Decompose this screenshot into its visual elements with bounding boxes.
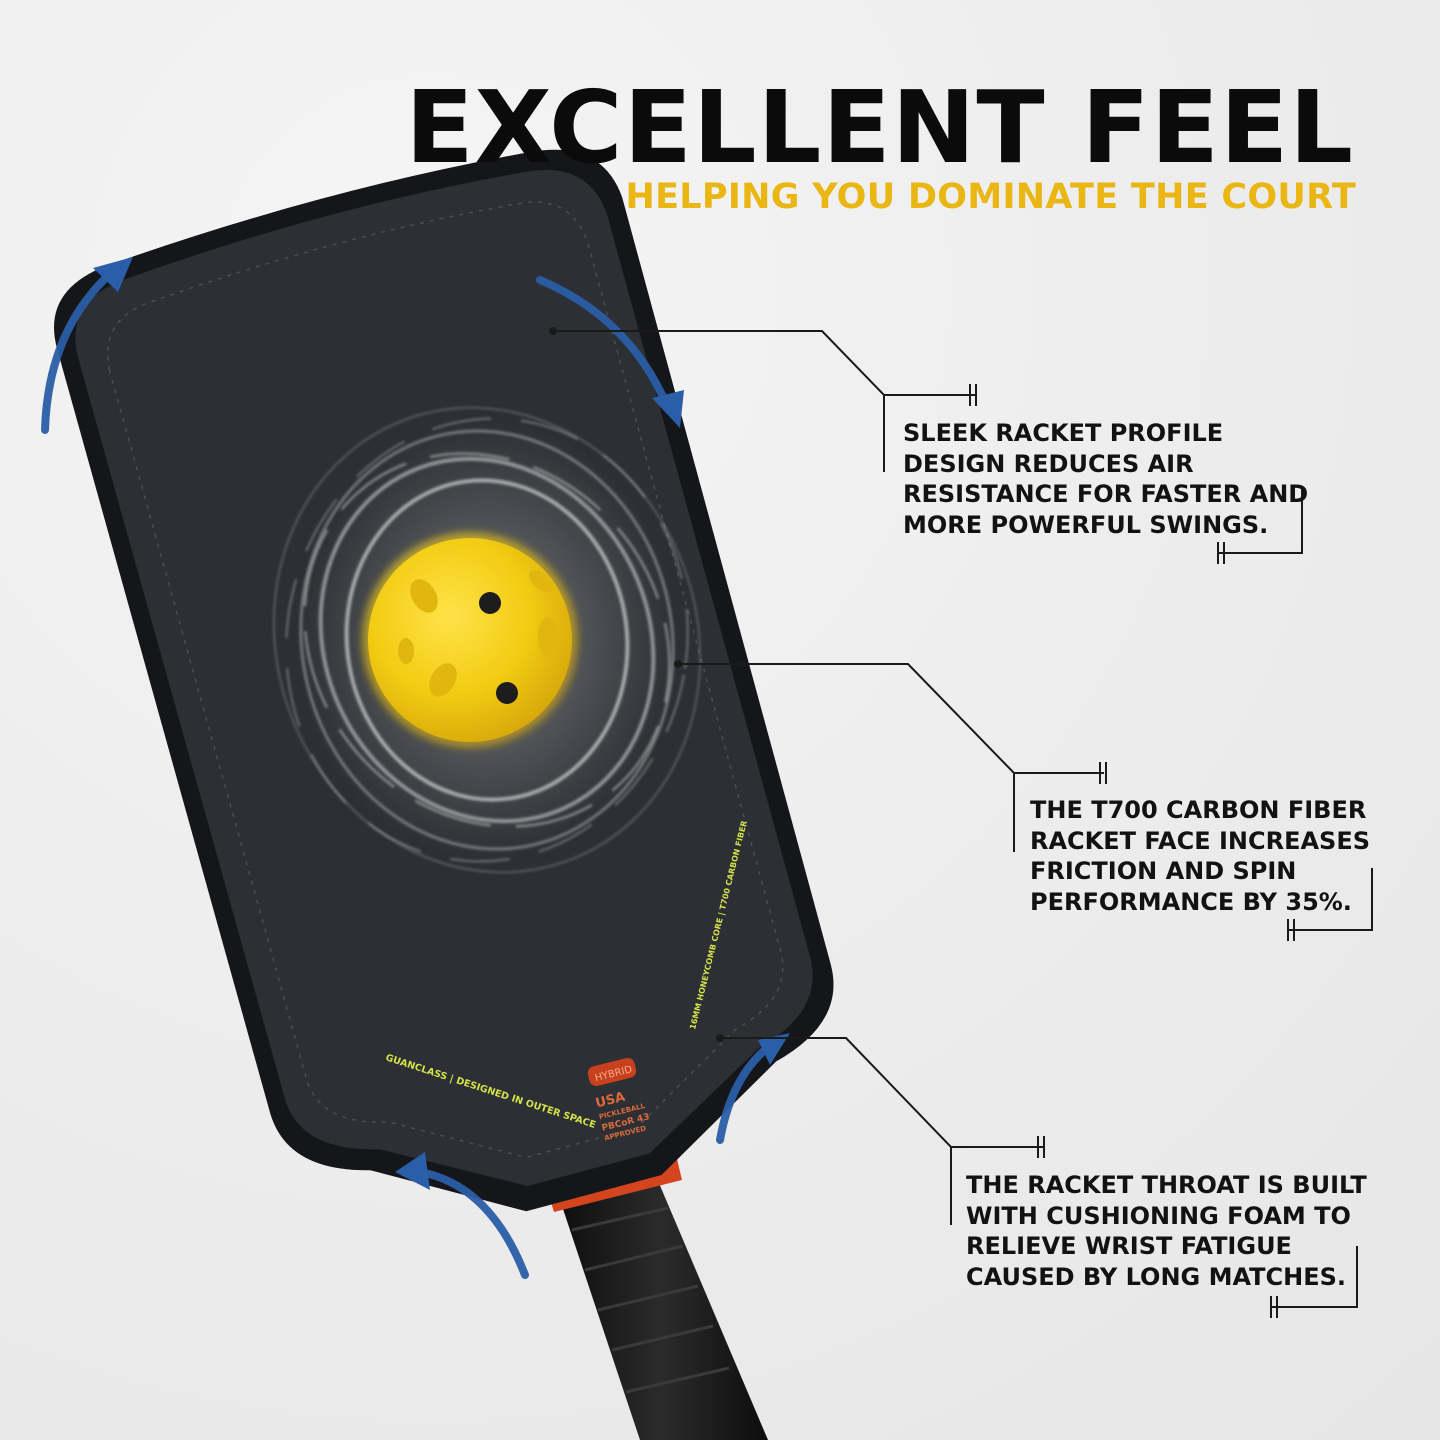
swing-arrowheads: [93, 257, 790, 1190]
callout-line: SLEEK RACKET PROFILE: [903, 419, 1224, 447]
usa-pickleball-cert: USA PICKLEBALL PBCoR 43 APPROVED: [594, 1090, 651, 1143]
pickleball-ball: [362, 532, 578, 748]
callout-line: RELIEVE WRIST FATIGUE: [966, 1232, 1292, 1260]
callout-line: RACKET FACE INCREASES: [1030, 826, 1371, 855]
callout-carbon-face: THE T700 CARBON FIBER RACKET FACE INCREA…: [1030, 795, 1370, 917]
callout-line: DESIGN REDUCES AIR: [903, 449, 1194, 478]
callout-line: MORE POWERFUL SWINGS.: [903, 510, 1269, 539]
callout-line: THE RACKET THROAT IS BUILT: [966, 1171, 1367, 1199]
callout-line: FRICTION AND SPIN: [1030, 857, 1297, 885]
callout-line: PERFORMANCE BY 35%.: [1030, 887, 1352, 916]
subheadline: HELPING YOU DOMINATE THE COURT: [625, 177, 1356, 217]
paddle-handle: [555, 1162, 768, 1440]
callout-line: WITH CUSHIONING FOAM TO: [966, 1201, 1351, 1230]
callout-line: CAUSED BY LONG MATCHES.: [966, 1262, 1347, 1291]
callout-anchor-dots: [549, 327, 724, 1042]
callout-leader-lines: [555, 330, 1373, 1318]
callout-line: RESISTANCE FOR FASTER AND: [903, 480, 1309, 508]
callout-throat: THE RACKET THROAT IS BUILT WITH CUSHIONI…: [966, 1170, 1367, 1292]
callout-line: THE T700 CARBON FIBER: [1030, 796, 1367, 824]
callout-profile: SLEEK RACKET PROFILE DESIGN REDUCES AIR …: [903, 418, 1308, 540]
headline: EXCELLENT FEEL: [405, 69, 1354, 186]
svg-text:USA: USA: [594, 1090, 627, 1112]
